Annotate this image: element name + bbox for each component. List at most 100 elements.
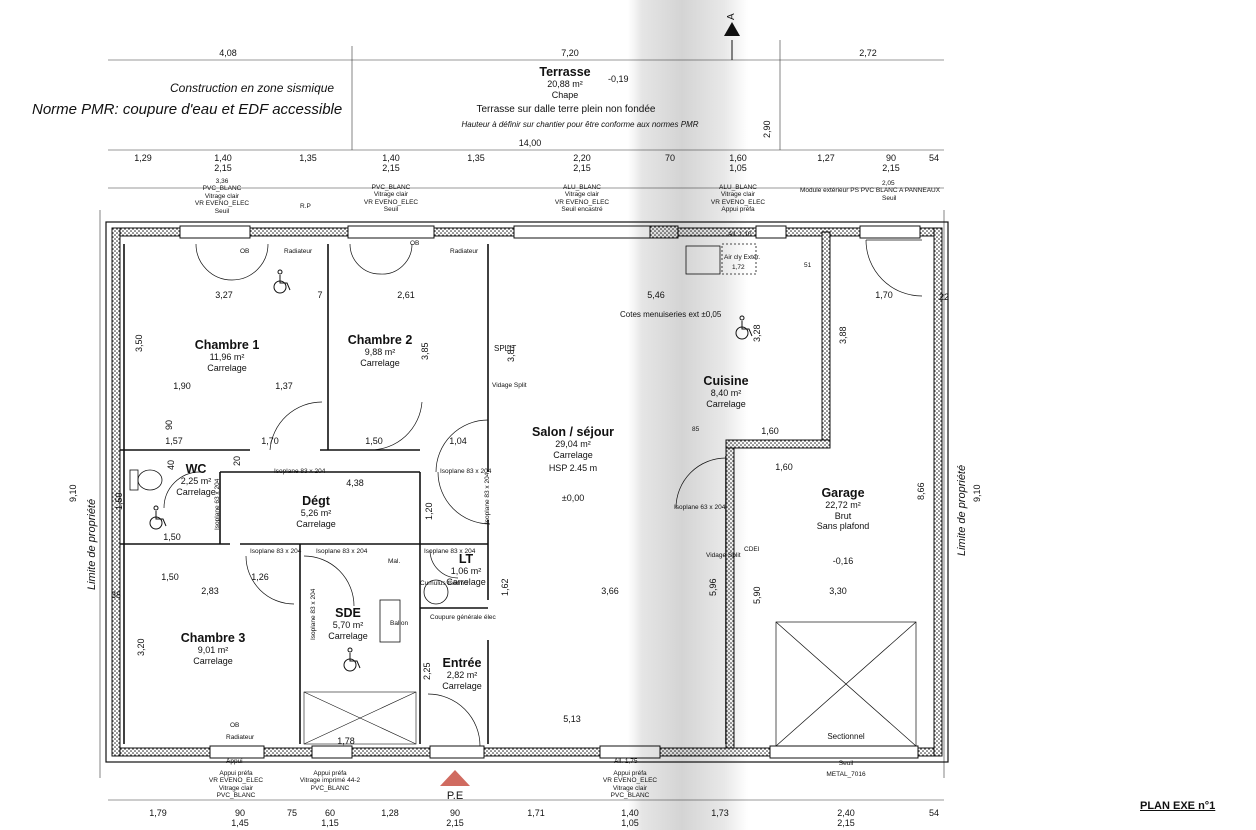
dim-bottom-row1: 90 <box>449 808 461 818</box>
door-tag: Isoplane 83 x 204 <box>424 548 476 555</box>
equipment-label: All. 1,75 <box>614 758 638 765</box>
terrace-height-note: Hauteur à définir sur chantier pour être… <box>461 120 699 129</box>
dim-interior: 3,30 <box>829 586 847 596</box>
plan-title: PLAN EXE n°1 <box>1140 800 1216 812</box>
equipment-label: All. 1,10 <box>728 231 752 238</box>
dim-bottom-row1: 54 <box>928 808 940 818</box>
dim-interior: 3,85 <box>420 342 430 360</box>
dim-interior: 1,70 <box>261 436 279 446</box>
door-tag: Isoplane 83 x 204 <box>310 588 317 640</box>
dim-bottom-row1: 1,73 <box>711 808 729 818</box>
room-lt: LT 1,06 m² Carrelage <box>446 552 486 587</box>
dim-interior: 1,50 <box>161 572 179 582</box>
dim-top-row1: 1,29 <box>134 153 152 163</box>
dim-interior: 1,62 <box>500 578 510 596</box>
dim-bottom-row1: 1,28 <box>381 808 399 818</box>
salon-level: ±0,00 <box>561 493 585 503</box>
room-degt: Dégt 5,26 m² Carrelage <box>296 494 336 529</box>
dim-top-overall: 2,72 <box>859 48 877 58</box>
equipment-label: Coupure générale élec <box>430 614 496 621</box>
equipment-label: Radiateur <box>450 248 479 255</box>
dimension-lines <box>99 40 945 801</box>
dim-interior: 3,66 <box>601 586 619 596</box>
dim-bottom-row1: 60 <box>324 808 336 818</box>
dim-interior: 2,25 <box>422 662 432 680</box>
terrace-note: Terrasse sur dalle terre plein non fondé… <box>476 104 656 115</box>
dim-top-row1: 1,60 <box>729 153 747 163</box>
equipment-label: Ballon <box>390 620 409 627</box>
pe-label: P.E <box>446 790 464 802</box>
room-chambre2: Chambre 2 9,88 m² Carrelage <box>347 333 413 368</box>
dim-interior: 1,26 <box>251 572 269 582</box>
door-tag: Isoplane 63 x 204 <box>674 504 726 511</box>
dim-interior: 20 <box>232 455 242 466</box>
equipment-label: CDEI <box>744 546 760 553</box>
fixtures <box>129 243 757 643</box>
equipment-label: R.P <box>300 203 311 210</box>
room-garage: Garage 22,72 m² Brut Sans plafond <box>816 486 870 532</box>
dim-top-row2: 2,15 <box>573 163 591 173</box>
dim-interior: 38 <box>110 590 122 600</box>
cuisine-garage-wall <box>725 231 831 749</box>
menuiseries-note: Cotes menuiseries ext ±0,05 <box>620 310 722 319</box>
dim-bottom-row2: 1,05 <box>621 818 639 828</box>
dim-interior: 7 <box>317 290 323 300</box>
pmr-note: Norme PMR: coupure d'eau et EDF accessib… <box>32 101 343 118</box>
dim-bottom-row2: 1,45 <box>231 818 249 828</box>
dim-interior: 3,20 <box>136 638 146 656</box>
dim-top-row2: 2,15 <box>214 163 232 173</box>
dim-interior: 1,57 <box>165 436 183 446</box>
dim-interior: 2,83 <box>201 586 219 596</box>
equipment-label: OB <box>230 722 240 729</box>
garage-level: -0,16 <box>832 556 854 566</box>
dim-top-row1: 1,40 <box>382 153 400 163</box>
dim-top-row2: 2,15 <box>882 163 900 173</box>
dim-bottom-row1: 90 <box>234 808 246 818</box>
equipment-label: Radiateur <box>284 248 313 255</box>
equipment-label: Radiateur <box>226 734 255 741</box>
dim-interior: 5,90 <box>752 586 762 604</box>
room-sde: SDE 5,70 m² Carrelage <box>328 606 368 641</box>
dim-top-row1: 90 <box>885 153 897 163</box>
equipment-label: Vidage Split <box>492 382 527 389</box>
equipment-label: OB <box>410 240 420 247</box>
door-tag: Isoplane 83 x 204 <box>440 468 492 475</box>
equipment-label: Cumulus thermo <box>420 580 468 587</box>
dim-top-row1: 2,20 <box>573 153 591 163</box>
dim-interior: 5,96 <box>708 578 718 596</box>
section-label: A <box>726 13 737 20</box>
dim-top-row1: 1,35 <box>467 153 485 163</box>
dim-interior: 1,50 <box>163 532 181 542</box>
equipment-label: SPLIT <box>494 344 517 353</box>
dim-side-total-left: 9,10 <box>68 484 78 502</box>
equipment-label: 1,72 <box>732 264 745 271</box>
terrasse-level: -0,19 <box>608 74 629 84</box>
equipment-label: 85 <box>692 426 700 433</box>
wheelchair-icon <box>273 269 291 294</box>
dim-bottom-row1: 75 <box>286 808 298 818</box>
dim-interior: 40 <box>166 459 176 470</box>
wheelchair-icon <box>343 647 361 672</box>
dim-bottom-row1: 1,79 <box>149 808 167 818</box>
section-marker <box>724 22 740 60</box>
room-cuisine: Cuisine 8,40 m² Carrelage <box>703 374 749 409</box>
seismic-note: Construction en zone sismique <box>170 81 335 95</box>
dim-total: 14,00 <box>518 138 542 148</box>
dim-top-row1: 70 <box>664 153 676 163</box>
dim-interior: 1,20 <box>424 502 434 520</box>
door-swings <box>163 239 923 747</box>
room-chambre3: Chambre 3 9,01 m² Carrelage <box>180 631 246 666</box>
dim-interior: 5,46 <box>647 290 665 300</box>
room-chambre1: Chambre 1 11,96 m² Carrelage <box>194 338 260 373</box>
property-line-left: Limite de propriété <box>86 498 98 590</box>
wheelchair-icons <box>149 269 753 672</box>
wheelchair-icon <box>735 315 753 340</box>
dim-interior: 1,70 <box>875 290 893 300</box>
dim-interior: 1,90 <box>173 381 191 391</box>
dim-top-row2: 1,05 <box>729 163 747 173</box>
dim-side-total-right: 9,10 <box>972 484 982 502</box>
dim-interior: 4,38 <box>346 478 364 488</box>
